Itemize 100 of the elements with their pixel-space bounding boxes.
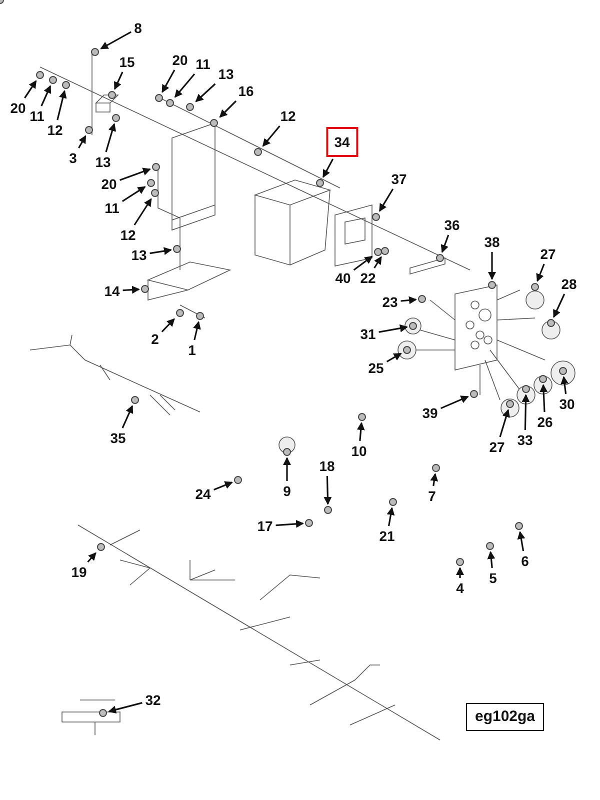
callout-number: 27 (488, 439, 506, 455)
callout-number: 32 (144, 692, 162, 708)
part-dot (36, 71, 44, 79)
leader-arrow (540, 384, 548, 412)
part-dot (316, 179, 324, 187)
part-dot (381, 247, 389, 255)
leader-arrow (356, 422, 365, 442)
part-dot (283, 448, 291, 456)
callout-number: 2 (150, 331, 160, 347)
leader-arrow (522, 394, 530, 430)
callout-number: 22 (359, 270, 377, 286)
callout-number: 34 (326, 127, 358, 157)
callout-number: 19 (70, 564, 88, 580)
part-dot (186, 103, 194, 111)
callout-number: 40 (334, 270, 352, 286)
part-dot (112, 114, 120, 122)
leader-arrow (24, 80, 37, 98)
callout-number: 16 (237, 83, 255, 99)
part-dot (108, 91, 116, 99)
leader-arrow (536, 264, 545, 282)
callout-number: 11 (104, 200, 120, 216)
leader-arrow (161, 318, 175, 332)
callout-number: 23 (381, 294, 399, 310)
leader-arrow (122, 286, 140, 294)
callout-number: 35 (109, 430, 127, 446)
callout-number: 15 (118, 54, 136, 70)
callout-number: 17 (256, 518, 274, 534)
callout-number: 18 (318, 458, 336, 474)
callout-number: 37 (390, 171, 408, 187)
leader-arrow (517, 531, 526, 552)
leader-arrow (214, 481, 233, 490)
leader-arrow (386, 352, 402, 362)
part-dot (62, 81, 70, 89)
part-dot (91, 48, 99, 56)
part-dot (418, 295, 426, 303)
part-dot (176, 309, 184, 317)
callout-number: 38 (483, 234, 501, 250)
figure-id-label: eg102ga (466, 703, 544, 731)
part-dot (372, 213, 380, 221)
leader-arrow (120, 168, 151, 181)
part-dot (99, 709, 107, 717)
leader-arrow (105, 123, 116, 152)
part-dot (539, 375, 547, 383)
part-dot (522, 385, 530, 393)
part-dot (374, 248, 382, 256)
callout-number: 20 (171, 52, 189, 68)
part-dot (432, 464, 440, 472)
callout-number: 31 (359, 326, 377, 342)
leader-arrow (386, 507, 395, 526)
leader-arrow (353, 256, 373, 271)
part-dot (152, 163, 160, 171)
part-dot (305, 519, 313, 527)
leader-arrow (487, 551, 496, 568)
leader-arrow (488, 252, 496, 280)
leader-arrow (276, 520, 304, 528)
callout-number: 27 (539, 246, 557, 262)
leader-arrow (40, 85, 52, 106)
leader-arrow (456, 567, 464, 578)
part-dot (166, 99, 174, 107)
leader-arrow (78, 135, 86, 148)
part-dot (49, 76, 57, 84)
callout-number: 26 (536, 414, 554, 430)
part-dot (147, 179, 155, 187)
leader-arrow (162, 70, 176, 93)
leader-arrow (56, 90, 67, 120)
callout-number: 13 (94, 154, 112, 170)
part-dot (515, 522, 523, 530)
callout-number: 12 (279, 108, 297, 124)
part-dot (131, 396, 139, 404)
callout-number: 11 (194, 56, 212, 72)
part-dot (141, 285, 149, 293)
callout-number: 36 (443, 217, 461, 233)
leader-arrow (560, 376, 569, 394)
leader-arrow (134, 198, 152, 226)
callout-number: 21 (378, 528, 396, 544)
leader-arrow (283, 457, 291, 481)
leader-arrow (108, 702, 142, 714)
callout-number: 39 (421, 405, 439, 421)
part-dot (210, 119, 218, 127)
callout-number: 30 (558, 396, 576, 412)
leader-arrow (400, 296, 417, 304)
part-dot (173, 245, 181, 253)
callout-number: 13 (130, 247, 148, 263)
callout-number: 20 (9, 100, 27, 116)
callout-number: 28 (560, 276, 578, 292)
leader-arrow (553, 294, 566, 318)
part-dot (486, 542, 494, 550)
part-dot (155, 94, 163, 102)
part-dot (389, 498, 397, 506)
callout-number: 25 (367, 360, 385, 376)
leader-arrow (193, 321, 201, 340)
callout-number: 5 (488, 570, 498, 586)
callout-number: 24 (194, 486, 212, 502)
callout-number: 12 (119, 227, 137, 243)
callout-number: 11 (28, 108, 46, 124)
leader-arrow (324, 476, 332, 505)
callout-number: 1 (187, 342, 197, 358)
part-dot (470, 390, 478, 398)
leader-arrow (174, 73, 196, 98)
leader-arrow (150, 247, 172, 255)
